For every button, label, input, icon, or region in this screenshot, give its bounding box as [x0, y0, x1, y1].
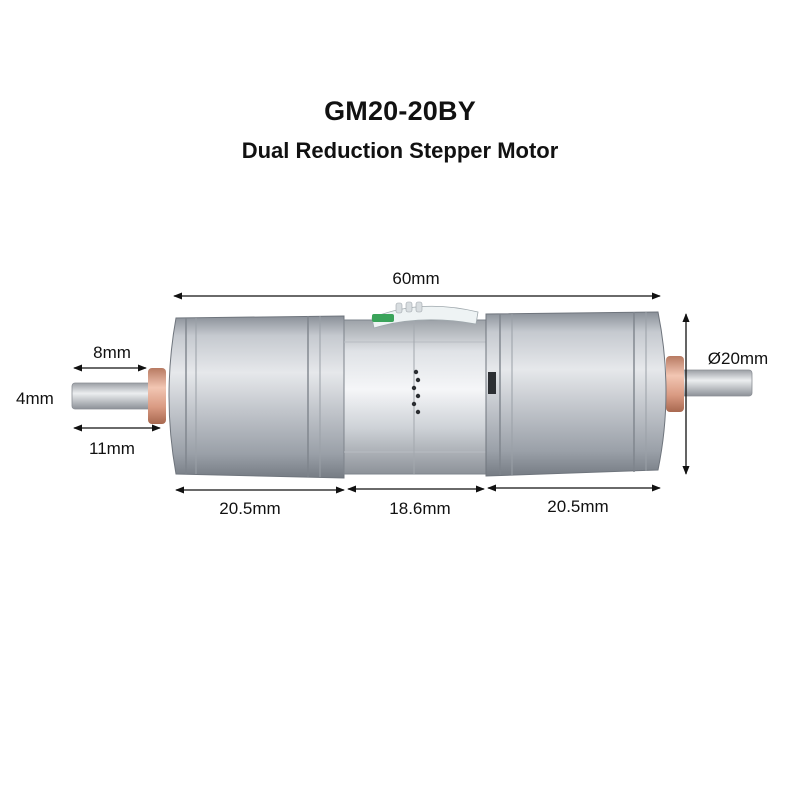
left-copper-bushing [148, 368, 166, 424]
motor-section-label: 18.6mm [389, 499, 450, 518]
model-title: GM20-20BY [324, 96, 476, 126]
solder-points [411, 369, 421, 415]
right-copper-bushing [666, 356, 684, 412]
left-gearbox [168, 315, 345, 479]
shaft-length-label: 8mm [93, 343, 131, 362]
right-shaft [679, 369, 753, 397]
motor-section [343, 301, 487, 475]
shaft-to-body-label: 11mm [89, 439, 135, 458]
right-gearbox [485, 311, 667, 477]
body-diameter-label: Ø20mm [708, 349, 768, 368]
right-gearbox-label: 20.5mm [547, 497, 608, 516]
product-subtitle: Dual Reduction Stepper Motor [241, 138, 559, 163]
left-shaft [71, 382, 155, 410]
left-gearbox-label: 20.5mm [219, 499, 280, 518]
total-length-label: 60mm [392, 269, 439, 288]
shaft-diameter-label: 4mm [16, 389, 54, 408]
